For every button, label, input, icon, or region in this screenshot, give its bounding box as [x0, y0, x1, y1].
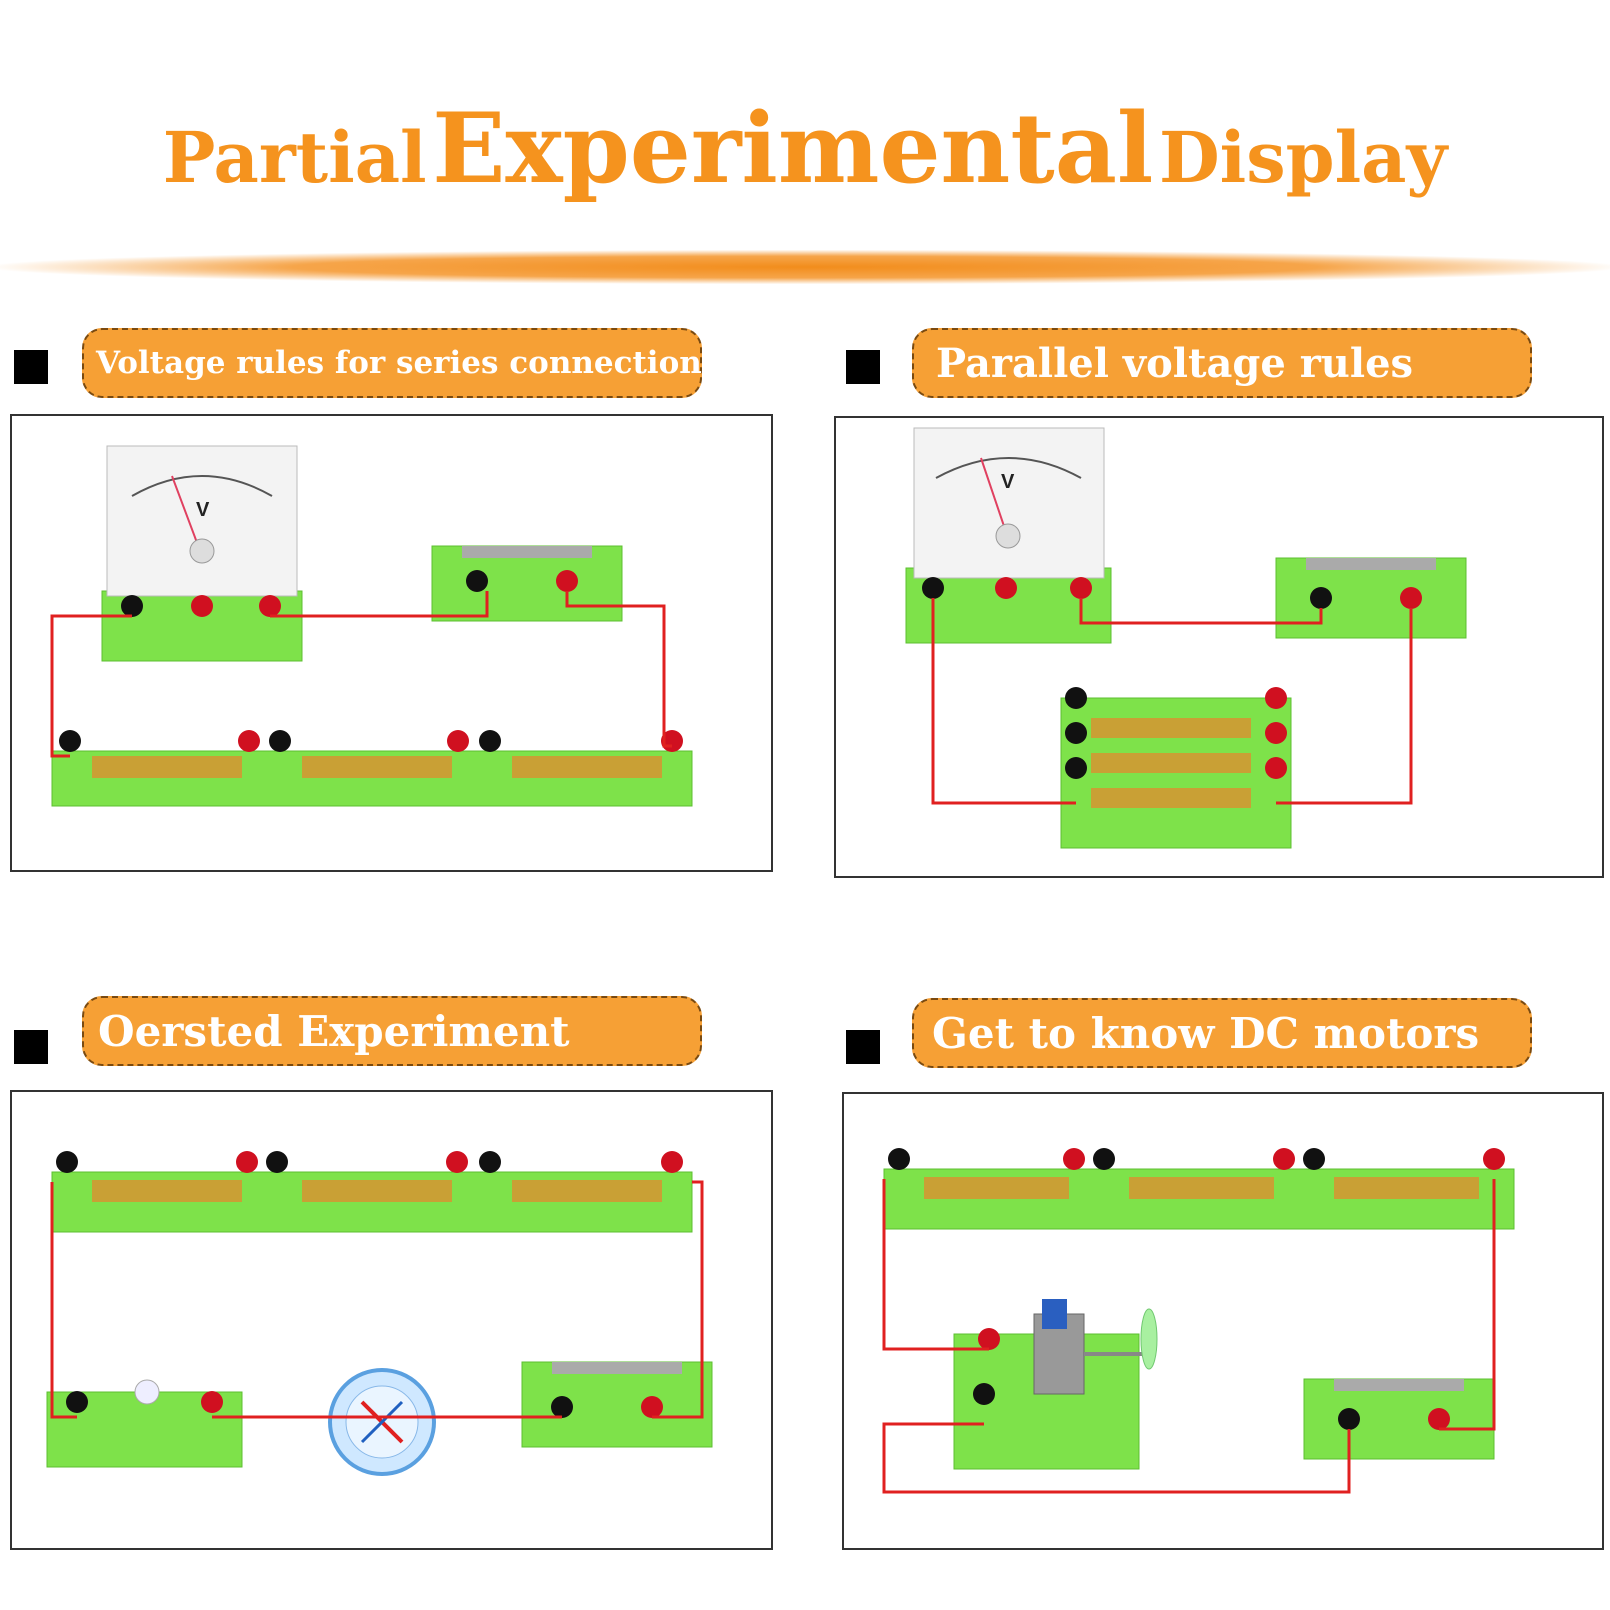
- title-part-2: Experimental: [432, 92, 1154, 205]
- bullet-square: [846, 1030, 880, 1064]
- bullet-square: [14, 350, 48, 384]
- knife-switch: [1275, 557, 1467, 639]
- wires: [882, 1179, 1496, 1494]
- section-label-text: Parallel voltage rules: [936, 339, 1414, 387]
- panel-oersted-experiment: [10, 1090, 773, 1550]
- battery-holder-stack: [1060, 687, 1292, 849]
- section-label-text: Oersted Experiment: [98, 1006, 570, 1056]
- knife-switch: [431, 545, 623, 622]
- panel-dc-motors: [842, 1092, 1604, 1550]
- wires: [931, 598, 1413, 805]
- bullet-square: [846, 350, 880, 384]
- voltmeter-symbol: V: [1001, 471, 1015, 493]
- title-part-1: Partial: [162, 116, 427, 199]
- section-label-dc-motors: Get to know DC motors: [912, 998, 1532, 1068]
- panel-parallel-voltage: V: [834, 416, 1604, 878]
- battery-holder-row: [883, 1148, 1515, 1230]
- wires: [50, 1180, 704, 1419]
- page-title: Partial Experimental Display: [0, 92, 1610, 205]
- voltmeter: V: [905, 427, 1112, 644]
- compass-icon: [328, 1368, 436, 1476]
- section-label-text: Get to know DC motors: [932, 1008, 1480, 1058]
- title-part-3: Display: [1158, 116, 1448, 199]
- oersted-circuit-illustration: [46, 1151, 713, 1476]
- knife-switch: [521, 1361, 713, 1448]
- bullet-square: [14, 1030, 48, 1064]
- parallel-circuit-illustration: V: [905, 427, 1467, 849]
- wires: [50, 591, 672, 758]
- voltmeter-symbol: V: [196, 499, 210, 521]
- voltmeter: V: [101, 445, 303, 662]
- section-label-text: Voltage rules for series connection: [96, 345, 702, 381]
- battery-holder-row: [51, 1151, 693, 1233]
- section-label-oersted: Oersted Experiment: [82, 996, 702, 1066]
- panel-series-connection: V: [10, 414, 773, 872]
- bulb-holder: [46, 1379, 243, 1468]
- dc-motor-circuit-illustration: [882, 1148, 1515, 1494]
- orange-divider: [0, 250, 1610, 284]
- knife-switch: [1303, 1378, 1495, 1460]
- section-label-series: Voltage rules for series connection: [82, 328, 702, 398]
- battery-holder-row: [51, 730, 693, 807]
- series-circuit-illustration: V: [50, 445, 693, 807]
- section-label-parallel: Parallel voltage rules: [912, 328, 1532, 398]
- dc-motor: [953, 1299, 1158, 1470]
